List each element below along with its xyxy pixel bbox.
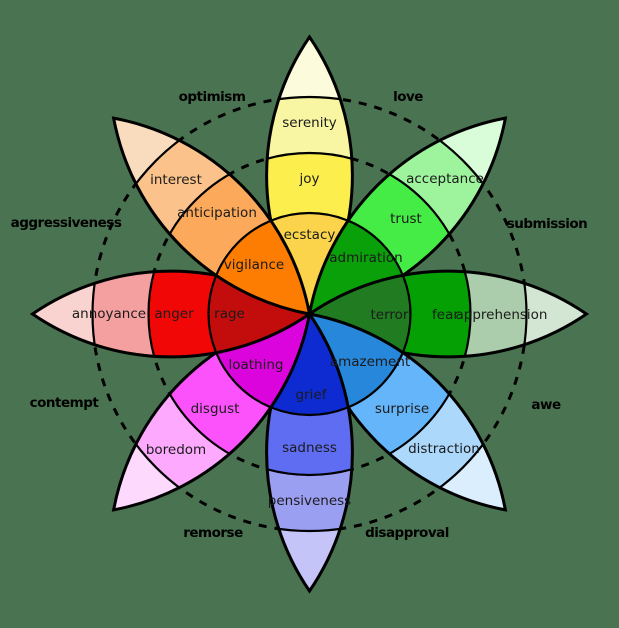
emotion-label-joy: joy: [299, 171, 320, 187]
petal-anger-outer-segment: [91, 271, 310, 357]
emotion-label-amazement: amazement: [330, 354, 410, 370]
dyad-label-awe: awe: [531, 397, 561, 413]
emotion-label-distraction: distraction: [408, 441, 480, 457]
emotion-label-trust: trust: [390, 211, 422, 227]
emotion-label-admiration: admiration: [329, 250, 402, 266]
petal-fear-outer-segment: [309, 271, 528, 357]
dyad-label-submission: submission: [507, 216, 588, 232]
petal-sadness: [265, 312, 354, 593]
petal-sadness-mid-segment: [266, 314, 353, 477]
emotion-label-interest: interest: [150, 172, 202, 188]
petal-sadness-base-segment: [266, 314, 353, 417]
emotion-label-terror: terror: [371, 307, 409, 323]
emotion-label-surprise: surprise: [375, 401, 429, 417]
emotion-label-grief: grief: [296, 387, 328, 403]
petal-joy-base-segment: [266, 211, 353, 314]
emotion-label-vigilance: vigilance: [224, 257, 284, 273]
dyad-label-contempt: contempt: [30, 395, 100, 411]
emotion-label-disgust: disgust: [191, 401, 240, 417]
emotion-label-apprehension: apprehension: [456, 307, 548, 323]
dyad-label-optimism: optimism: [179, 89, 246, 105]
petal-joy: [265, 35, 354, 316]
dyad-label-remorse: remorse: [183, 525, 243, 541]
petal-fear: [308, 269, 588, 359]
petal-fear-mid-segment: [309, 271, 472, 357]
emotion-label-acceptance: acceptance: [406, 171, 484, 187]
emotion-label-annoyance: annoyance: [72, 306, 146, 322]
emotion-label-serenity: serenity: [282, 115, 337, 131]
petal-joy-outer-segment: [266, 95, 353, 314]
emotion-label-sadness: sadness: [282, 440, 337, 456]
petal-anger-base-segment: [207, 271, 310, 357]
emotion-label-fear: fear: [432, 307, 459, 323]
dyad-label-love: love: [393, 89, 423, 105]
emotion-label-loathing: loathing: [228, 357, 283, 373]
petal-anger: [31, 269, 311, 359]
emotion-label-rage: rage: [214, 306, 245, 322]
dyad-label-disapproval: disapproval: [365, 525, 449, 541]
petal-anger-mid-segment: [147, 271, 310, 357]
emotion-label-boredom: boredom: [146, 442, 206, 458]
emotion-label-ecstacy: ecstacy: [284, 227, 336, 243]
petal-joy-mid-segment: [266, 151, 353, 314]
emotion-label-anticipation: anticipation: [177, 205, 257, 221]
petal-sadness-outer-segment: [266, 314, 353, 533]
petal-fear-base-segment: [309, 271, 412, 357]
emotion-label-pensiveness: pensiveness: [268, 493, 351, 509]
emotion-label-anger: anger: [154, 306, 194, 322]
dyad-label-aggressiveness: aggressiveness: [11, 215, 122, 231]
